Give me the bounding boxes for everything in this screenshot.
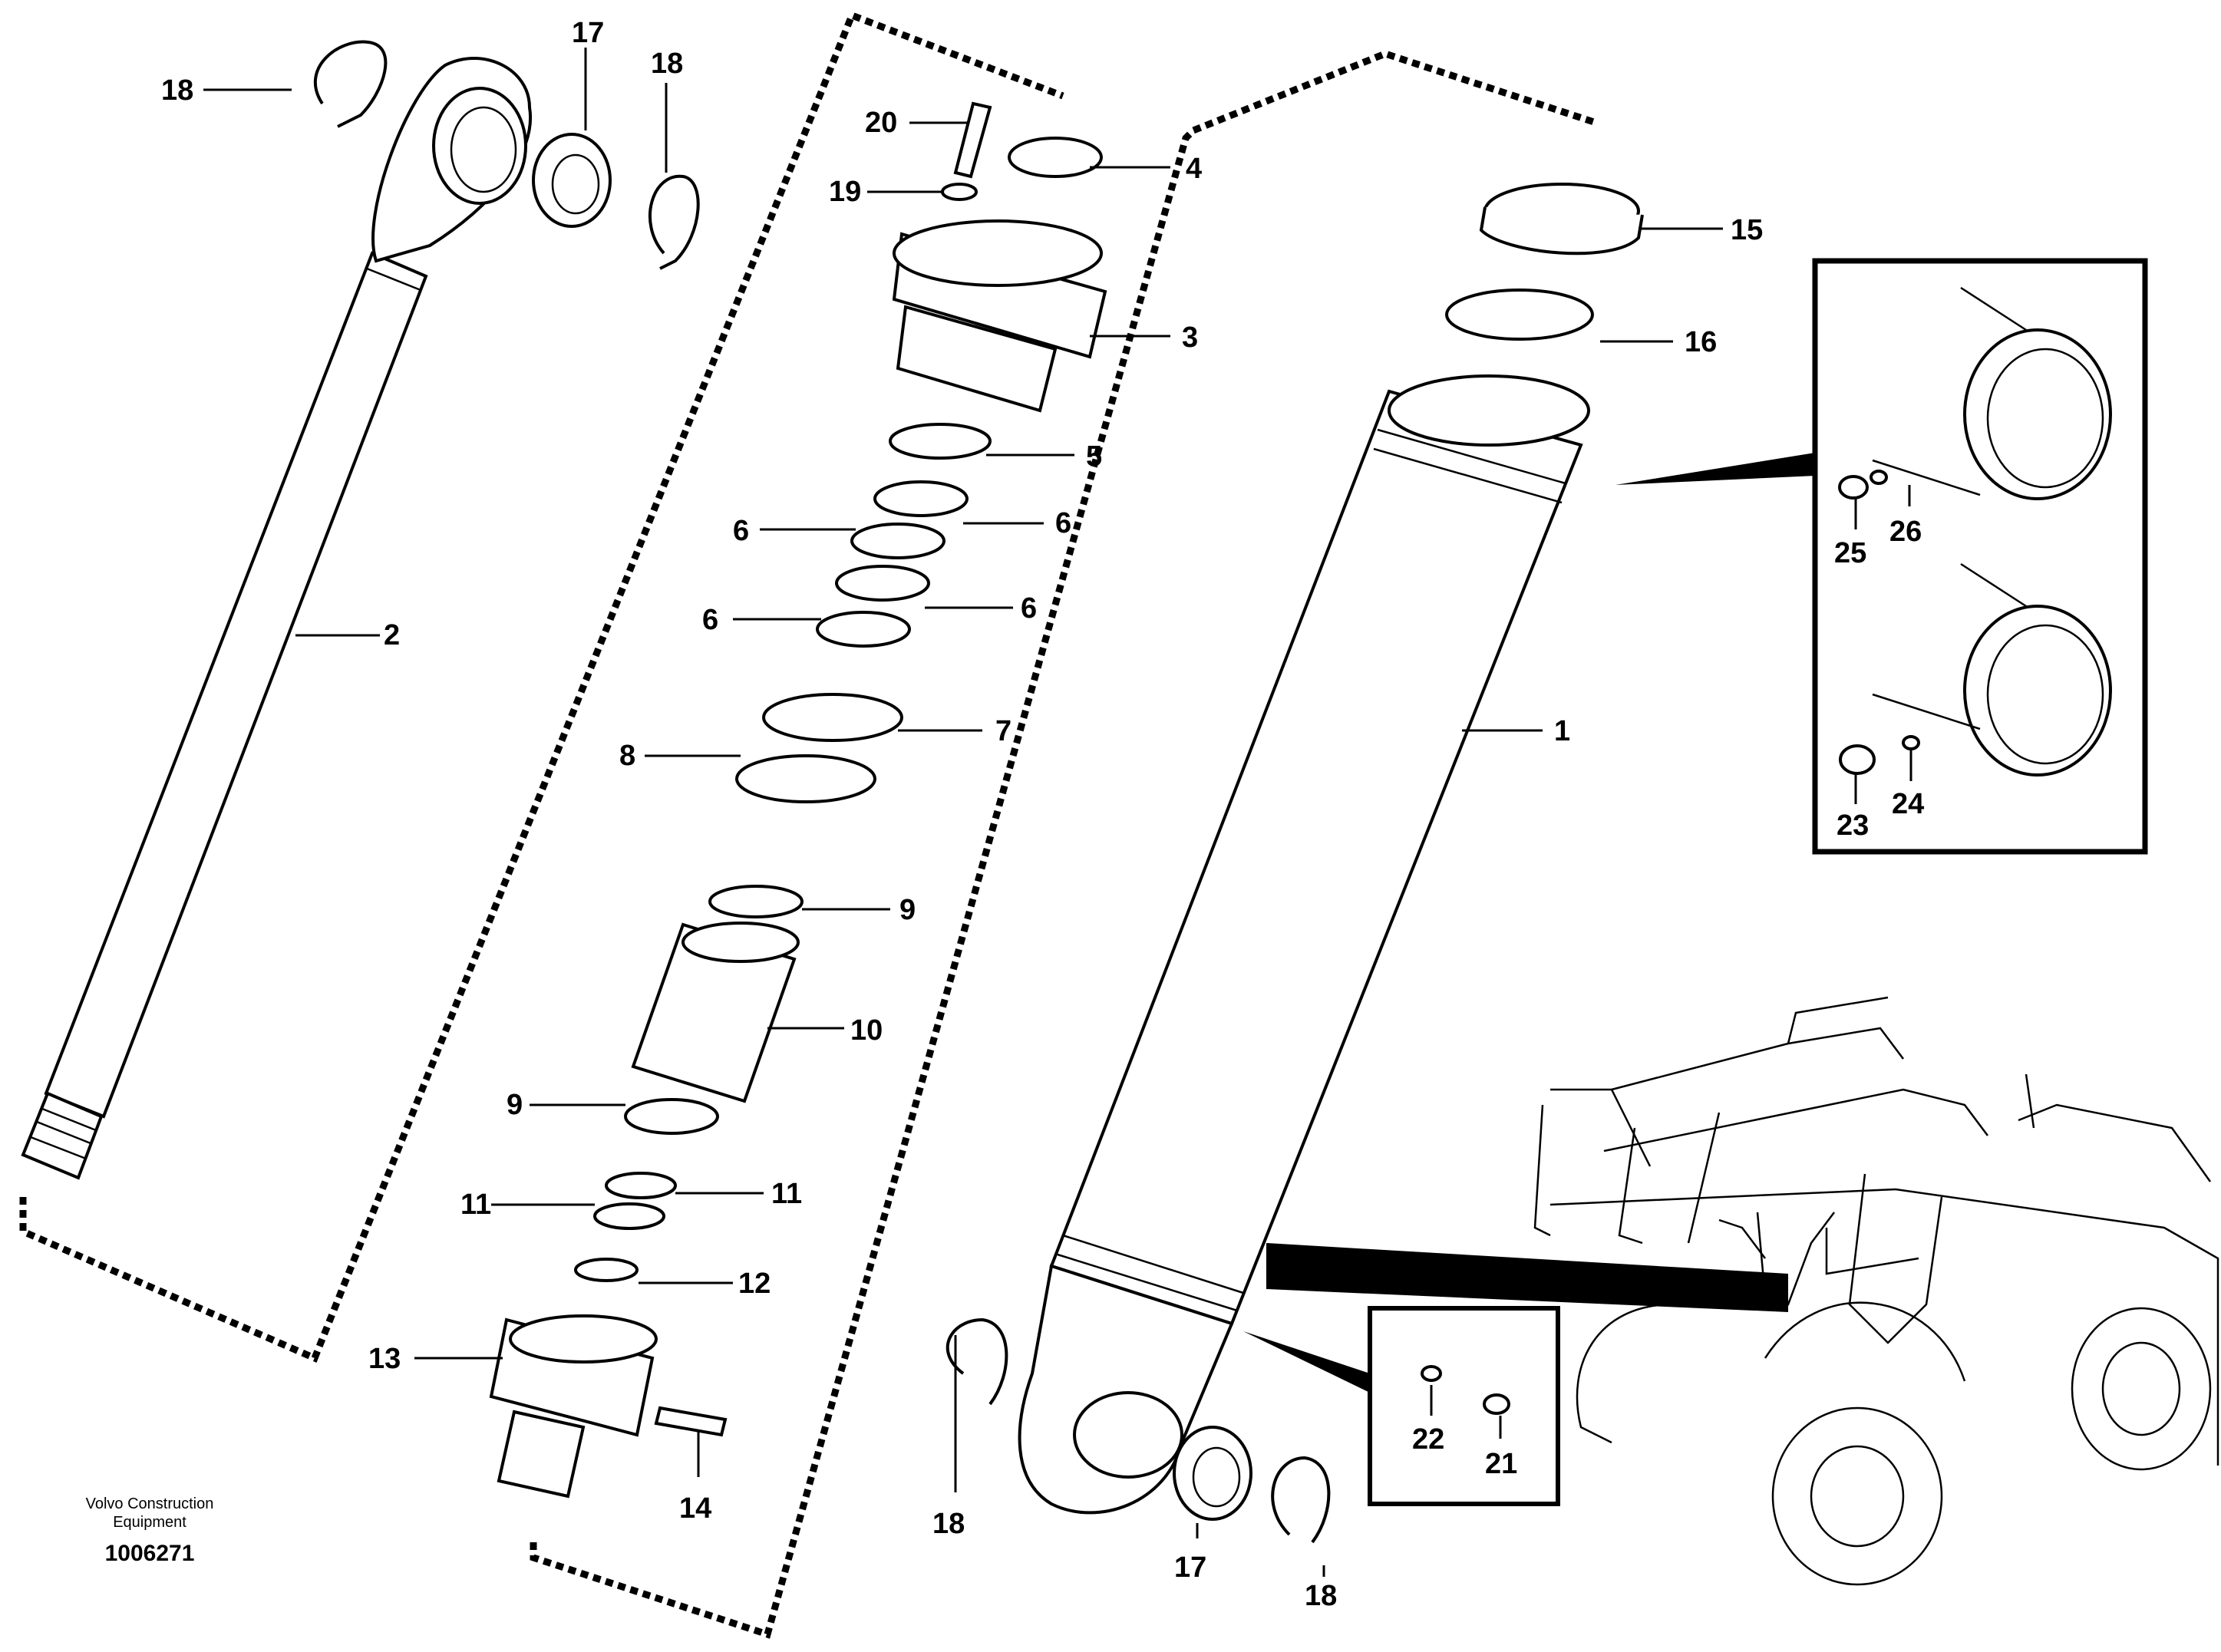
callout-18: 18 [932,1508,965,1540]
callout-12: 12 [738,1268,771,1300]
callout-labels: 18 17 18 2 20 4 19 3 5 6 6 6 6 7 8 9 10 … [161,17,1924,1612]
ring-9a [708,885,804,918]
callout-6: 6 [1055,507,1071,539]
washer-26 [1870,470,1888,485]
rod-eye-bore [432,87,527,205]
callout-21: 21 [1485,1448,1517,1480]
washer-22 [1421,1365,1442,1382]
callout-26: 26 [1889,516,1922,548]
seal-11b [593,1202,665,1230]
seal-6d [816,611,911,648]
clevis-bore [1073,1391,1183,1479]
inset-pointer-upper [1615,453,1815,485]
drawing-caption: Volvo Construction Equipment 1006271 [86,1495,214,1566]
callout-19: 19 [829,176,861,208]
callout-6: 6 [733,515,749,547]
plug-23 [1839,744,1876,775]
circlip-18a [313,40,388,128]
ring-4 [1008,137,1103,178]
seal-5 [889,423,992,460]
piston-rod [44,251,428,1119]
company-name-line1: Volvo Construction [86,1495,214,1512]
callout-17: 17 [1174,1551,1206,1584]
drawing-number: 1006271 [105,1541,195,1566]
callout-9: 9 [507,1089,523,1121]
seal-16 [1445,289,1594,341]
callout-7: 7 [995,715,1011,747]
inset-frame-lower [1368,1306,1560,1506]
cylinder-tube [1049,389,1583,1326]
circlip-18b [648,174,700,270]
lock-pin-14 [654,1406,728,1437]
callout-23: 23 [1837,810,1869,842]
seal-11a [605,1172,677,1199]
ring-9b [624,1098,719,1135]
callout-10: 10 [850,1014,883,1047]
callout-3: 3 [1182,321,1198,354]
callout-11: 11 [771,1178,802,1210]
grease-nipple-25 [1838,475,1869,500]
callout-11: 11 [460,1189,491,1221]
callout-18: 18 [161,74,193,107]
callout-13: 13 [368,1343,401,1375]
callout-16: 16 [1685,326,1717,358]
callout-17: 17 [572,17,604,49]
callout-6: 6 [702,604,718,636]
callout-4: 4 [1186,153,1202,185]
o-ring-8 [735,754,876,803]
dashed-connector-piston [530,50,1598,1639]
washer-19 [941,183,978,201]
washer-24 [1902,735,1920,750]
seal-6c [835,565,930,602]
ring-12 [574,1258,639,1282]
piston-components [414,50,1598,1639]
callout-14: 14 [679,1492,711,1525]
seal-6b [850,523,945,559]
circlip-18d [1271,1456,1331,1544]
callout-8: 8 [619,740,635,772]
callout-18: 18 [651,48,683,80]
spherical-bearing-17a [532,133,612,228]
callout-6: 6 [1021,592,1037,625]
callout-1: 1 [1554,715,1570,747]
piston-rod-assembly [19,11,1064,1363]
inset-small-fitting [1243,1306,1560,1506]
callout-25: 25 [1834,537,1866,569]
circlip-18c [945,1317,1008,1406]
dashed-connector-rod [19,11,1064,1363]
tube-mouth [1388,374,1590,447]
bolt-20 [953,101,992,179]
callout-5: 5 [1086,440,1102,473]
callout-9: 9 [899,894,916,926]
callout-24: 24 [1892,788,1924,820]
wheel-loader-illustration [1266,996,2219,1586]
inset-grease-fittings [1615,258,2148,855]
callout-15: 15 [1731,214,1763,246]
company-name-line2: Equipment [113,1514,186,1531]
cylinder-tube-assembly [945,183,1723,1577]
inset-pointer-lower [1243,1331,1370,1393]
callout-2: 2 [384,619,400,651]
callout-18: 18 [1305,1580,1337,1612]
machine-pointer [1266,1243,1788,1312]
spherical-bearing-17b [1173,1426,1252,1521]
seal-6a [873,480,969,517]
piston-7 [762,693,903,742]
cylinder-head-top [893,219,1103,287]
nipple-21 [1483,1393,1510,1415]
callout-22: 22 [1412,1423,1444,1456]
callout-20: 20 [865,107,897,139]
